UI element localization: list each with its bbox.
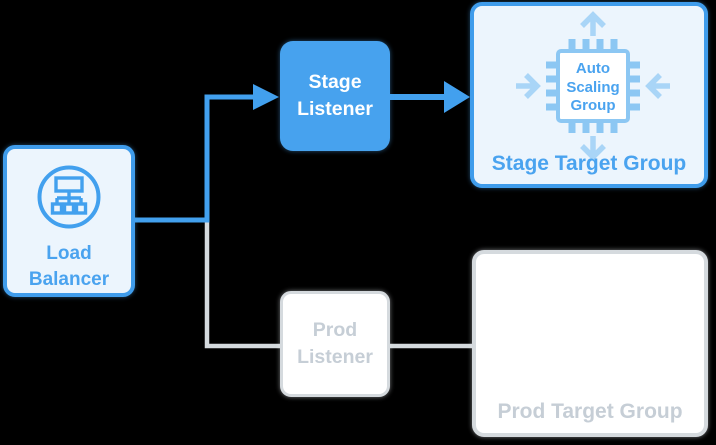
connector-lb-to-prod-listener xyxy=(204,222,280,349)
node-label-prod-target-group: Prod Target Group xyxy=(497,400,683,423)
arrowhead-icon xyxy=(253,84,279,110)
node-stage-target-group: Auto Scaling Group Stage Target Group xyxy=(470,2,708,188)
scale-up-arrow-icon xyxy=(580,11,606,36)
connector-lb-to-stage-listener xyxy=(135,94,253,223)
scale-arrows xyxy=(516,11,670,161)
node-prod-listener: Prod Listener xyxy=(280,291,390,397)
node-label-stage-listener: Stage Listener xyxy=(297,71,373,120)
node-prod-target-group: Prod Target Group xyxy=(472,250,708,437)
node-label-load-balancer: Load Balancer xyxy=(28,243,110,290)
node-label-prod-listener: Prod Listener xyxy=(297,319,373,368)
scale-in-left-arrow-icon xyxy=(516,73,541,99)
auto-scaling-chip-icon xyxy=(516,11,670,161)
chip-body xyxy=(556,49,630,123)
chip-pins xyxy=(546,39,640,133)
load-balancer-icon xyxy=(37,165,101,229)
auto-scaling-group-label: Auto Scaling Group xyxy=(566,60,620,115)
node-load-balancer: Load Balancer xyxy=(3,145,135,297)
node-stage-listener: Stage Listener xyxy=(280,41,390,151)
scale-down-arrow-icon xyxy=(580,136,606,161)
node-label-stage-target-group: Stage Target Group xyxy=(491,152,687,175)
arrowhead-icon xyxy=(444,81,470,113)
scale-in-right-arrow-icon xyxy=(645,73,670,99)
